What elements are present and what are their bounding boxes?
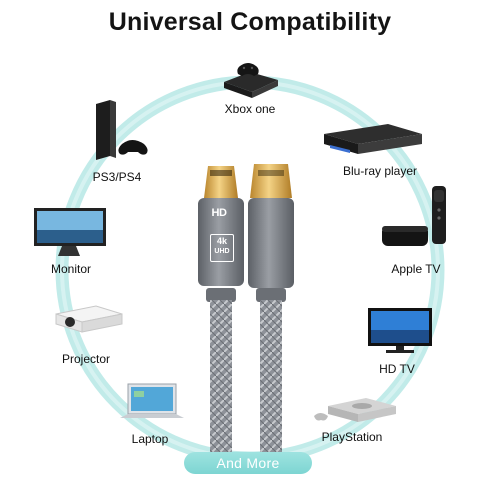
page-title: Universal Compatibility: [108, 8, 392, 36]
device-label-xbox: Xbox one: [224, 102, 276, 116]
device-label-hdtv: HD TV: [379, 362, 415, 376]
device-bluray: Blu-ray player: [318, 118, 428, 188]
device-appletv: Apple TV: [376, 186, 468, 282]
monitor-icon: [34, 208, 106, 256]
apple-tv-icon: [382, 186, 446, 246]
device-label-projector: Projector: [61, 352, 111, 366]
ps4-console-icon: [96, 100, 148, 160]
device-label-appletv: Apple TV: [391, 262, 441, 276]
left-hdmi-connector: [198, 166, 244, 456]
projector-icon: [55, 305, 123, 333]
device-ps4: PS3/PS4: [82, 100, 162, 184]
and-more-pill: And More: [184, 452, 312, 474]
hd-logo: HD: [211, 207, 227, 219]
uhd-badge: 4k UHD: [210, 234, 234, 262]
device-xbox: Xbox one: [210, 52, 290, 122]
playstation-classic-icon: [314, 398, 396, 422]
badge-4k-text: 4k: [216, 236, 227, 246]
hd-tv-icon: [368, 308, 432, 353]
device-label-laptop: Laptop: [131, 432, 169, 446]
device-label-bluray: Blu-ray player: [342, 164, 418, 178]
device-monitor: Monitor: [32, 206, 112, 286]
device-laptop: Laptop: [114, 382, 194, 452]
device-label-ps4: PS3/PS4: [92, 170, 142, 184]
bluray-player-icon: [324, 124, 422, 154]
right-hdmi-connector: [248, 164, 294, 456]
device-label-monitor: Monitor: [50, 262, 91, 276]
device-hdtv: HD TV: [362, 306, 442, 386]
xbox-console-icon: [224, 63, 278, 98]
device-playstation: PlayStation: [312, 392, 408, 452]
laptop-icon: [120, 383, 184, 418]
device-projector: Projector: [50, 300, 130, 370]
badge-uhd-text: UHD: [214, 248, 230, 255]
device-label-playstation: PlayStation: [321, 430, 383, 444]
